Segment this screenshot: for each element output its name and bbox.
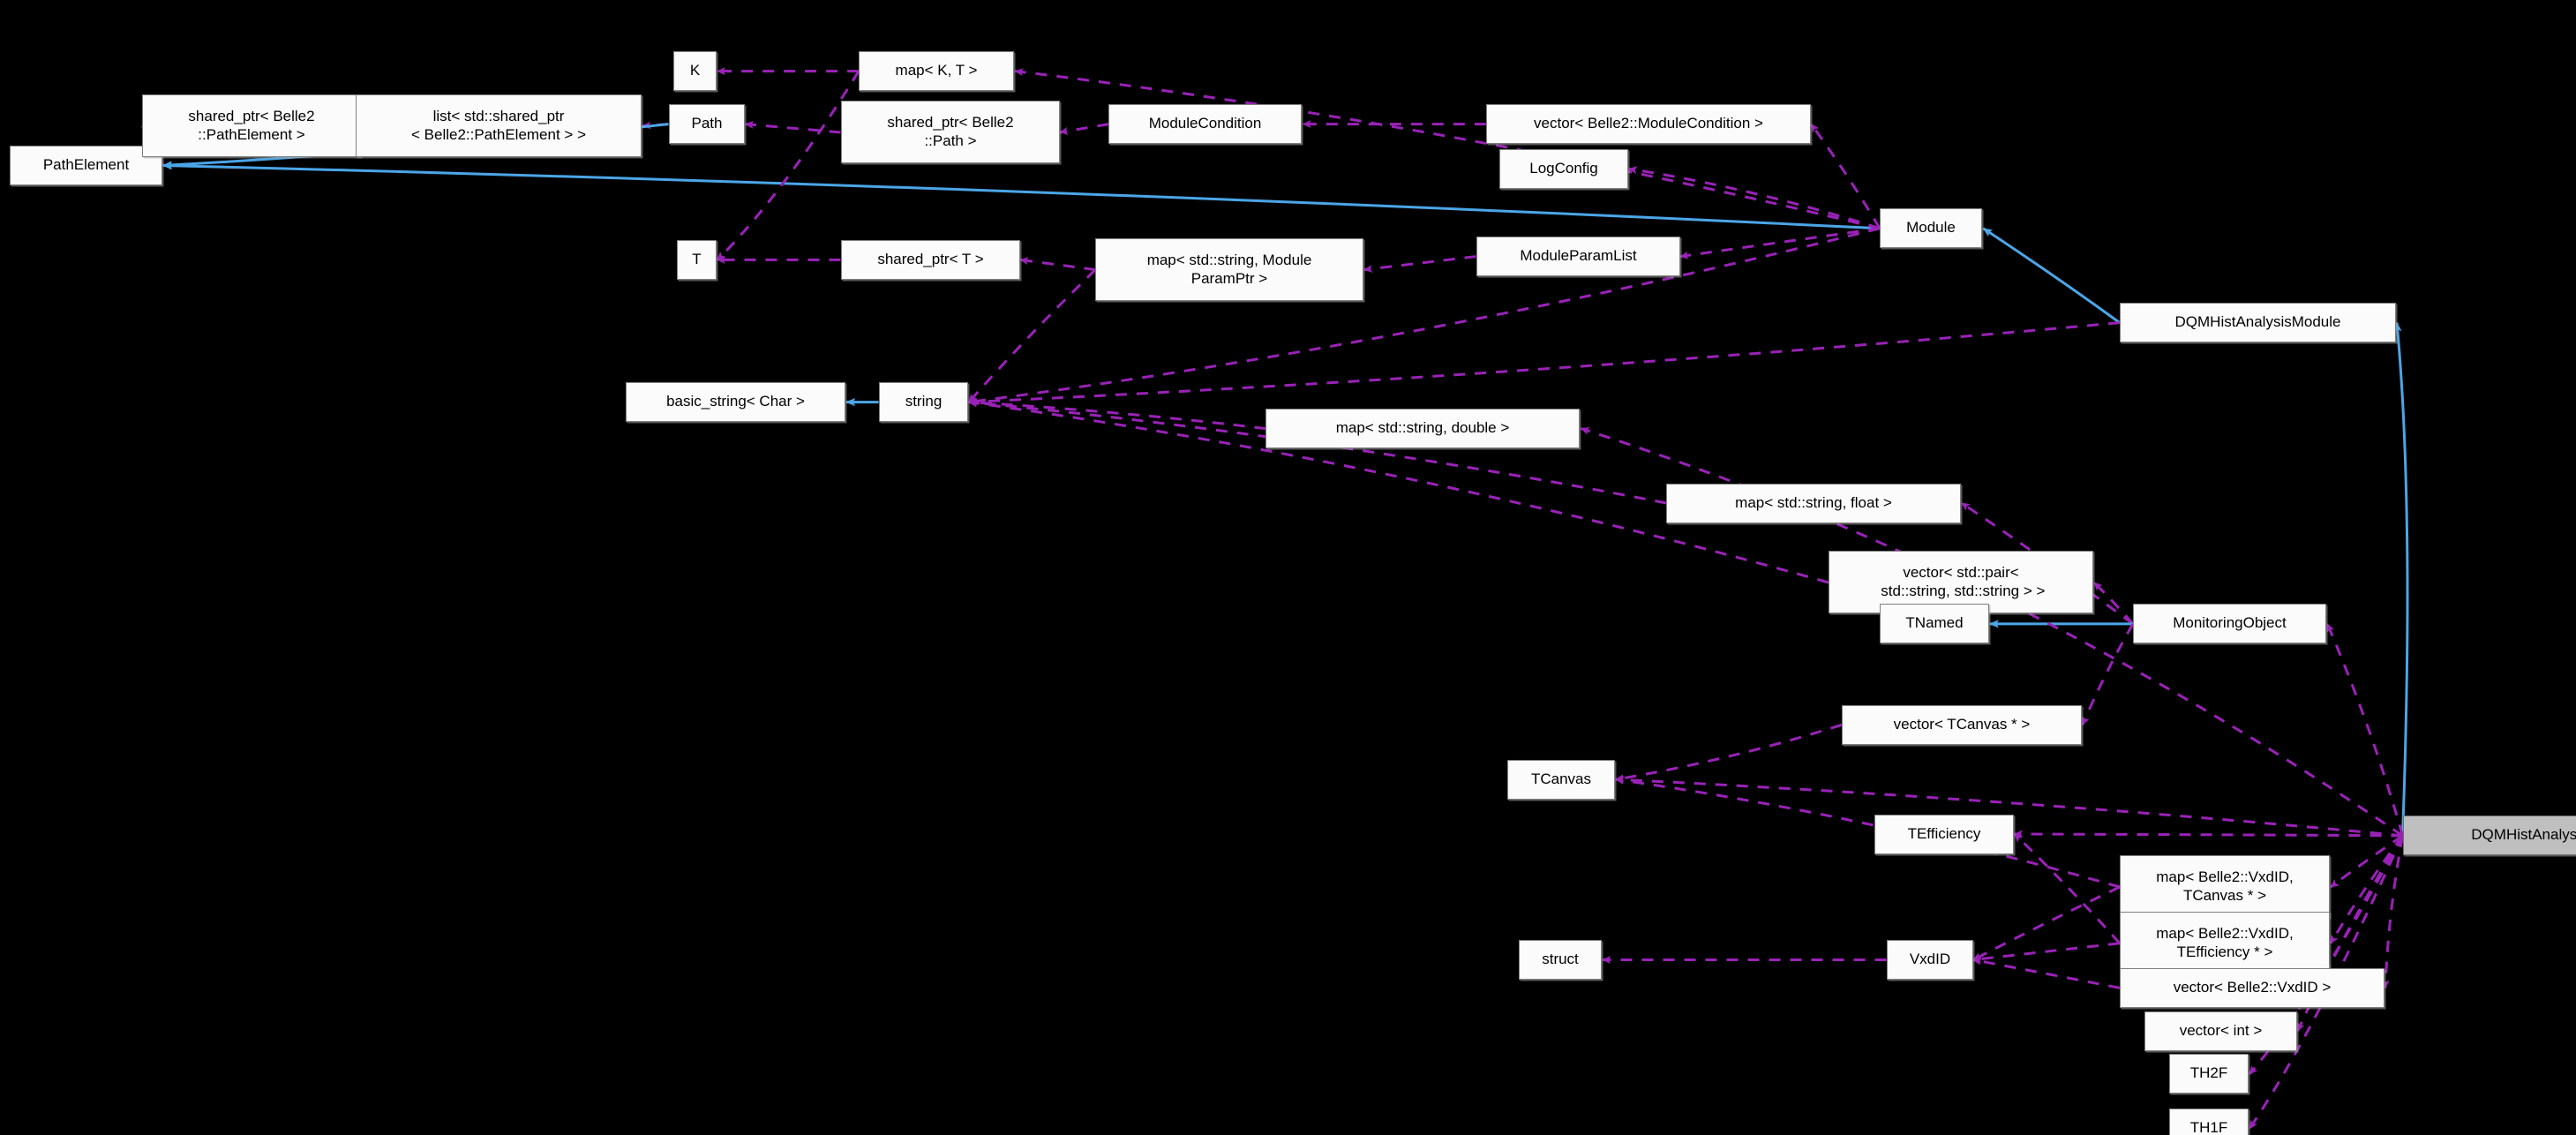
node-path[interactable]: Path <box>669 104 745 144</box>
node-vec_int[interactable]: vector< int > <box>2144 1011 2297 1051</box>
edge-sharedptr_path-to-path <box>744 120 841 134</box>
node-tefficiency[interactable]: TEfficiency <box>1874 815 2014 854</box>
node-tnamed[interactable]: TNamed <box>1880 604 1989 643</box>
edge-map_vxdid_tcanvas-to-tcanvas <box>1615 776 2121 889</box>
node-monitoringobject[interactable]: MonitoringObject <box>2133 604 2326 643</box>
node-th1f[interactable]: TH1F <box>2169 1109 2249 1135</box>
node-string[interactable]: string <box>879 382 968 422</box>
node-module[interactable]: Module <box>1880 208 1982 248</box>
node-map_k_t[interactable]: map< K, T > <box>859 51 1014 91</box>
edge-dqmhistanalysismod-to-string <box>967 321 2121 406</box>
node-basic_string[interactable]: basic_string< Char > <box>626 382 845 422</box>
node-modulecondition[interactable]: ModuleCondition <box>1108 104 1302 144</box>
edge-map_str_double-to-string <box>967 398 1266 431</box>
edge-root-to-map_vxdid_teff <box>2329 835 2404 944</box>
edge-module-to-moduleparamlist <box>1679 227 1881 259</box>
edge-path-to-list_sharedptr_pe <box>642 121 669 130</box>
node-sharedptr_pe[interactable]: shared_ptr< Belle2 ::PathElement > <box>142 94 361 157</box>
node-map_str_mpp[interactable]: map< std::string, Module ParamPtr > <box>1095 238 1363 301</box>
node-struct[interactable]: struct <box>1519 940 1602 980</box>
node-map_str_float[interactable]: map< std::string, float > <box>1666 484 1961 523</box>
edge-map_vxdid_teff-to-vxdid <box>1972 942 2121 963</box>
edge-monitoringobject-to-vec_pair_str_str <box>2092 581 2135 625</box>
edge-root-to-map_vxdid_tcanvas <box>2330 834 2404 889</box>
edge-map_vxdid_teff-to-tefficiency <box>2013 832 2122 944</box>
node-moduleparamlist[interactable]: ModuleParamList <box>1476 237 1680 276</box>
edge-map_vxdid_tcanvas-to-vxdid <box>1972 885 2121 961</box>
node-vec_tcanvas_ptr[interactable]: vector< TCanvas * > <box>1842 705 2082 745</box>
node-sharedptr_t[interactable]: shared_ptr< T > <box>841 240 1020 280</box>
edge-root-to-dqmhistanalysismod <box>2393 321 2409 836</box>
node-vec_modulecondition[interactable]: vector< Belle2::ModuleCondition > <box>1486 104 1811 144</box>
edge-map_str_mpp-to-sharedptr_t <box>1019 257 1096 272</box>
node-k[interactable]: K <box>673 51 717 91</box>
node-root[interactable]: DQMHistAnalysisPXDEffModule <box>2403 816 2576 855</box>
edge-root-to-vec_vxdid <box>2381 835 2404 989</box>
edge-vec_vxdid-to-vxdid <box>1972 957 2121 989</box>
node-vec_vxdid[interactable]: vector< Belle2::VxdID > <box>2120 968 2384 1008</box>
node-map_str_double[interactable]: map< std::string, double > <box>1265 409 1580 448</box>
node-vxdid[interactable]: VxdID <box>1887 940 1973 980</box>
edge-module-to-logconfig <box>1628 166 1881 230</box>
node-sharedptr_path[interactable]: shared_ptr< Belle2 ::Path > <box>841 101 1060 163</box>
edge-moduleparamlist-to-map_str_mpp <box>1363 255 1476 273</box>
edge-module-to-map_k_t <box>1014 68 1881 230</box>
edge-map_str_mpp-to-string <box>967 268 1097 403</box>
node-dqmhistanalysismod[interactable]: DQMHistAnalysisModule <box>2120 303 2396 342</box>
node-tcanvas[interactable]: TCanvas <box>1507 760 1615 800</box>
node-list_sharedptr_pe[interactable]: list< std::shared_ptr < Belle2::PathElem… <box>356 94 642 157</box>
edge-root-to-tefficiency <box>2013 830 2403 838</box>
node-pathelement[interactable]: PathElement <box>10 146 162 185</box>
edge-modulecondition-to-sharedptr_path <box>1059 123 1109 135</box>
edge-root-to-monitoringobject <box>2325 622 2404 837</box>
node-t[interactable]: T <box>677 240 717 280</box>
node-map_vxdid_teff[interactable]: map< Belle2::VxdID, TEfficiency * > <box>2120 912 2330 974</box>
node-th2f[interactable]: TH2F <box>2169 1054 2249 1094</box>
edge-map_k_t-to-t <box>716 70 860 261</box>
node-map_vxdid_tcanvas[interactable]: map< Belle2::VxdID, TCanvas * > <box>2120 855 2330 918</box>
edge-monitoringobject-to-vec_tcanvas_ptr <box>2081 623 2135 726</box>
edge-module-to-vec_modulecondition <box>1810 123 1881 229</box>
node-logconfig[interactable]: LogConfig <box>1499 149 1628 189</box>
edge-vec_tcanvas_ptr-to-tcanvas <box>1615 723 1843 783</box>
edge-dqmhistanalysismod-to-module <box>1982 227 2121 324</box>
